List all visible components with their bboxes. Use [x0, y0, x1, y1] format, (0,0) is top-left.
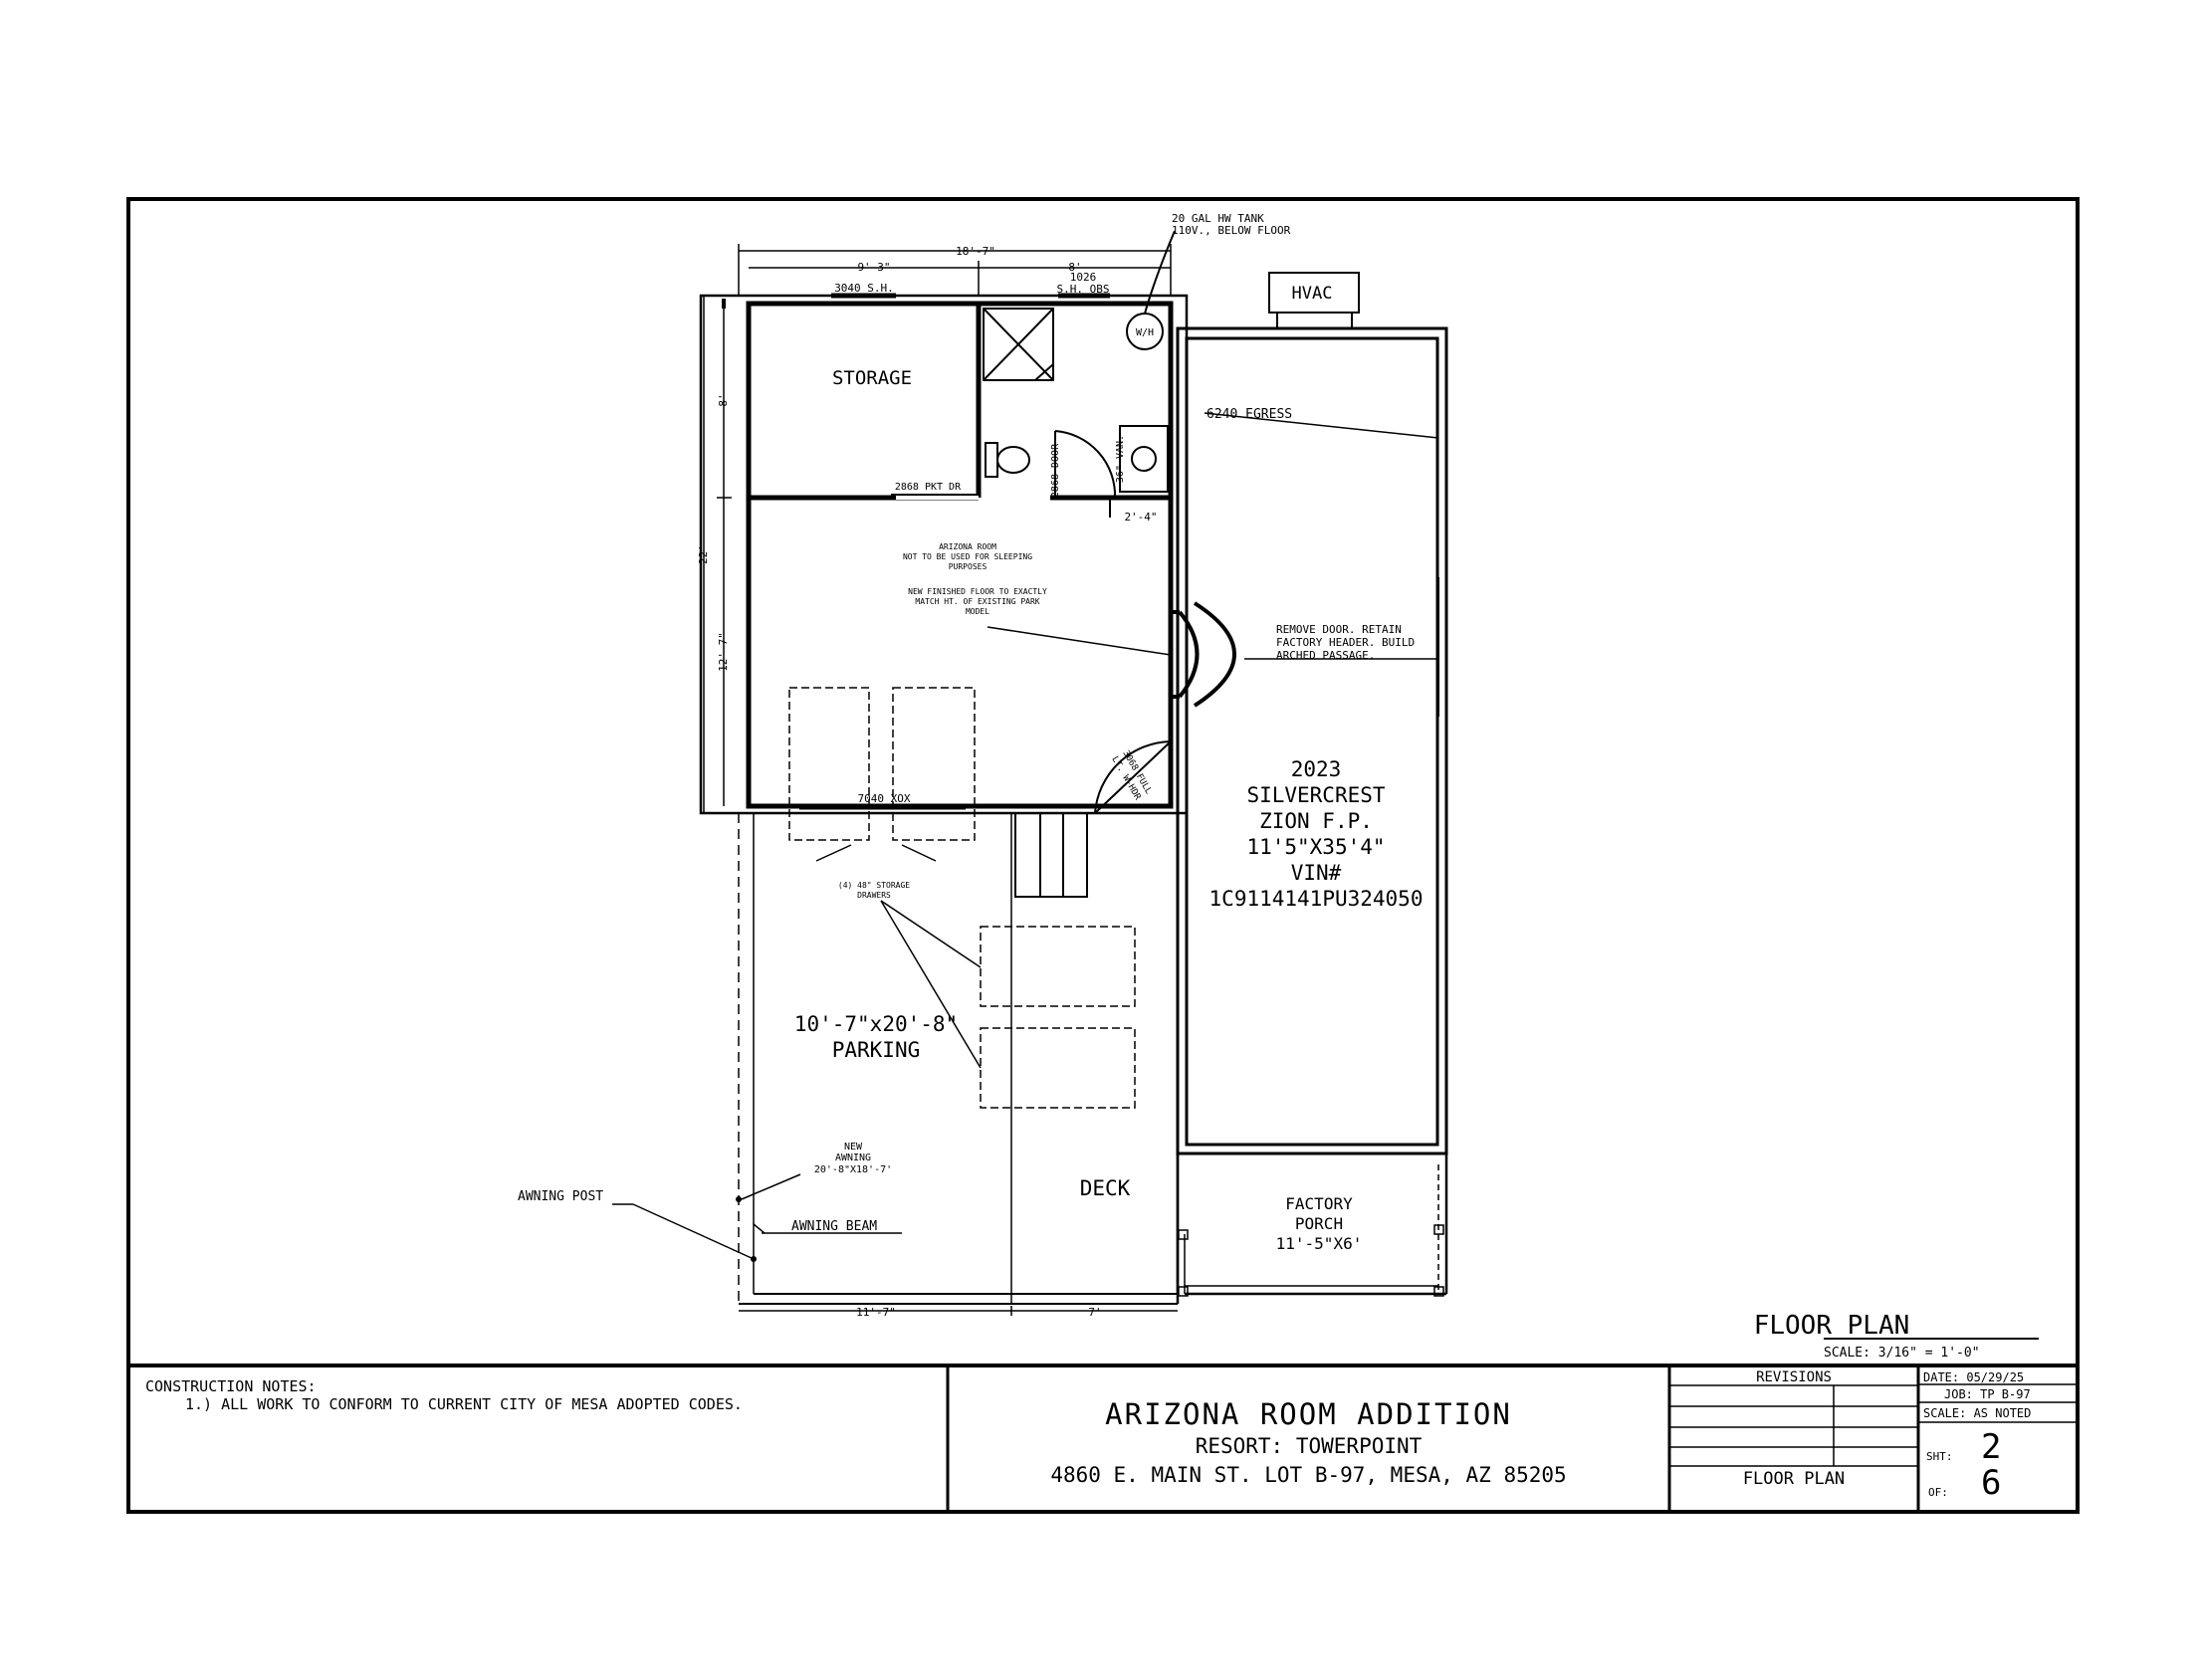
resort-name: RESORT: TOWERPOINT — [1195, 1434, 1423, 1458]
shower — [983, 308, 1054, 381]
parking-deck-outline — [738, 813, 1180, 1316]
sink-icon — [1119, 425, 1169, 493]
vanity-label: 36" VAN. — [1115, 435, 1126, 483]
arizona-note-1: ARIZONA ROOM — [939, 542, 996, 551]
job-field: JOB: TP B-97 — [1944, 1387, 2031, 1401]
sheet-number-label: SHT: — [1926, 1450, 1953, 1463]
remove-note-3: ARCHED PASSAGE. — [1276, 649, 1375, 662]
wh-label: W/H — [1136, 327, 1154, 338]
remove-note-1: REMOVE DOOR. RETAIN — [1276, 623, 1402, 636]
window-3040-label: 3040 S.H. — [834, 282, 894, 295]
top-dimensions — [738, 244, 1172, 299]
park-model-year: 2023 — [1291, 757, 1342, 781]
hvac-label: HVAC — [1292, 284, 1333, 304]
door-2868-label: 2868 DOOR — [1050, 443, 1061, 498]
storage-drawers — [788, 687, 1136, 1109]
park-model-vin: 1C9114141PU324050 — [1209, 887, 1424, 911]
steps — [1014, 812, 1088, 898]
storage-label: STORAGE — [832, 367, 912, 389]
drawers-label-2: DRAWERS — [857, 891, 891, 900]
plan-title: FLOOR PLAN — [1754, 1311, 1910, 1341]
remove-note-2: FACTORY HEADER. BUILD — [1276, 636, 1415, 649]
dim-bottom-left: 11'-7" — [856, 1306, 896, 1319]
dim-left-width: 9'-3" — [857, 261, 890, 274]
plan-scale: SCALE: 3/16" = 1'-0" — [1824, 1346, 1980, 1361]
dim-room-depth: 12'-7" — [717, 632, 730, 672]
construction-notes-heading: CONSTRUCTION NOTES: — [145, 1377, 317, 1395]
window-obs-label: S.H. OBS — [1057, 283, 1110, 296]
hvac-unit — [1268, 272, 1360, 314]
floor-note-3: MODEL — [966, 607, 989, 616]
tank-label-2: 110V., BELOW FLOOR — [1172, 224, 1291, 237]
scale-field: SCALE: AS NOTED — [1923, 1406, 2032, 1420]
left-dimensions — [703, 296, 732, 813]
parking-label: PARKING — [832, 1038, 921, 1062]
deck-label: DECK — [1080, 1176, 1131, 1200]
parking-dims: 10'-7"x20'-8" — [794, 1012, 958, 1036]
dim-bottom-right: 7' — [1088, 1306, 1101, 1319]
factory-porch — [1176, 1154, 1448, 1297]
floor-note-2: MATCH HT. OF EXISTING PARK — [915, 597, 1039, 606]
dim-storage-depth: 8' — [717, 393, 730, 406]
date-field: DATE: 05/29/25 — [1923, 1370, 2025, 1384]
arizona-note-2: NOT TO BE USED FOR SLEEPING — [903, 552, 1032, 561]
park-model-make: SILVERCREST — [1246, 783, 1385, 807]
park-model-size: 11'5"X35'4" — [1246, 835, 1385, 859]
project-address: 4860 E. MAIN ST. LOT B-97, MESA, AZ 8520… — [1050, 1463, 1567, 1487]
leader-lines — [612, 412, 1439, 1260]
park-model-vin-label: VIN# — [1291, 861, 1342, 885]
awning-label-3: 20'-8"X18'-7' — [814, 1164, 892, 1175]
revisions-grid — [1669, 1383, 2078, 1467]
dim-overall-depth: 22' — [697, 544, 710, 564]
sheet-count: 6 — [1981, 1463, 2002, 1503]
sheet-name: FLOOR PLAN — [1742, 1469, 1846, 1489]
sheet-border — [126, 197, 2080, 1514]
tank-label-1: 20 GAL HW TANK — [1172, 212, 1264, 225]
front-door — [799, 740, 1172, 814]
awning-label-2: AWNING — [835, 1153, 871, 1163]
drawers-label-1: (4) 48" STORAGE — [838, 881, 910, 890]
window-1026-label: 1026 — [1070, 271, 1097, 284]
sheet-count-label: OF: — [1928, 1486, 1948, 1499]
awning-post-label: AWNING POST — [518, 1189, 603, 1204]
park-model-model: ZION F.P. — [1259, 809, 1373, 833]
floor-note-1: NEW FINISHED FLOOR TO EXACTLY — [908, 587, 1047, 596]
revisions-heading: REVISIONS — [1756, 1369, 1832, 1385]
porch-label-2: PORCH — [1295, 1214, 1343, 1233]
egress-label: 6240 EGRESS — [1207, 407, 1292, 422]
dim-bath-width: 2'-4" — [1124, 511, 1157, 524]
pocket-door-label: 2868 PKT DR — [895, 482, 962, 493]
dim-overall-width: 18'-7" — [956, 245, 995, 258]
dim-right-width: 8' — [1068, 261, 1081, 274]
awning-label-1: NEW — [844, 1142, 863, 1153]
park-model-walls — [1176, 313, 1448, 1155]
construction-note-1: 1.) ALL WORK TO CONFORM TO CURRENT CITY … — [185, 1395, 743, 1413]
toilet-icon — [985, 442, 1030, 478]
sheet-number: 2 — [1981, 1427, 2002, 1467]
water-heater-icon — [1126, 230, 1176, 350]
arizona-note-3: PURPOSES — [949, 562, 988, 571]
awning-beam-label: AWNING BEAM — [791, 1219, 877, 1234]
xox-label: 7040 XOX — [858, 792, 911, 805]
porch-label-1: FACTORY — [1285, 1194, 1353, 1213]
porch-label-3: 11'-5"X6' — [1276, 1234, 1363, 1253]
project-title: ARIZONA ROOM ADDITION — [1105, 1397, 1512, 1431]
arched-passage — [1171, 601, 1236, 708]
bath-door-swing — [1054, 430, 1117, 499]
